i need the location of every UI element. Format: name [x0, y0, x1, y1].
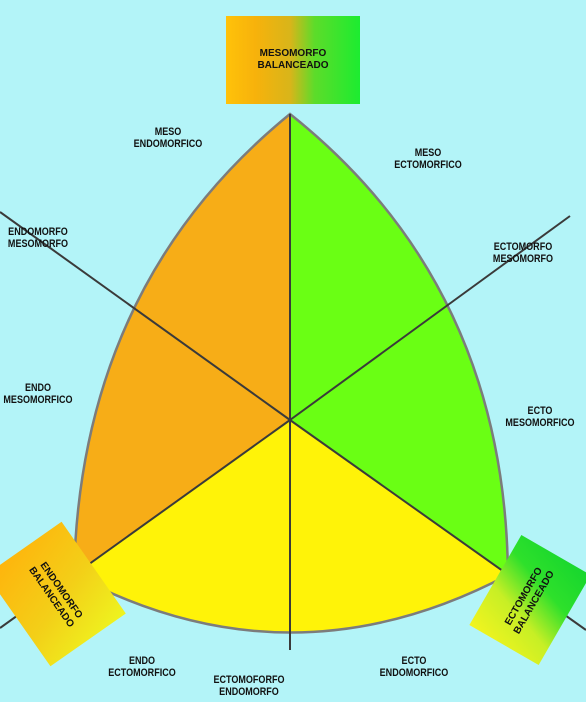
- axis-diagonal-left-upper: [0, 211, 291, 421]
- box-mesomorfo-balanceado: MESOMORFO BALANCEADO: [226, 16, 360, 104]
- box-top-line1: MESOMORFO: [259, 48, 327, 59]
- box-top-line2: BALANCEADO: [257, 60, 329, 71]
- axis-diagonal-right-upper: [289, 215, 571, 421]
- region-meso-endomorfico: [74, 114, 290, 575]
- region-meso-ectomorfico: [290, 114, 508, 575]
